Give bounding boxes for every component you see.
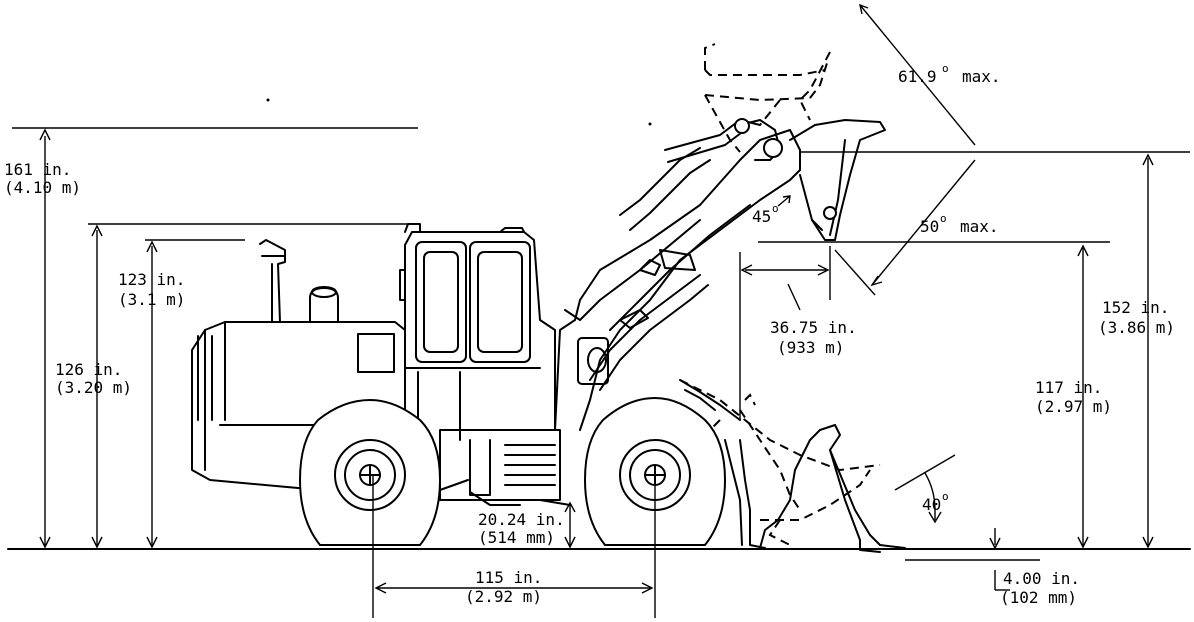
label-angle-50: 50 — [920, 217, 939, 236]
wheelbase-dimension — [372, 475, 656, 618]
label-height-126: 126 in. — [55, 360, 122, 379]
label-height-126-metric: (3.20 m) — [55, 378, 132, 397]
label-angle-50-degree: o — [940, 212, 947, 225]
label-angle-45-degree: o — [772, 202, 779, 215]
label-angle-40-degree: o — [942, 490, 949, 503]
ground-clearance-dimension — [564, 501, 576, 549]
label-angle-40: 40 — [922, 495, 941, 514]
label-angle-61: 61.9 — [898, 67, 937, 86]
dimension-labels: 161 in. (4.10 m) 123 in. (3.1 m) 126 in.… — [4, 62, 1175, 607]
label-ground-clearance: 20.24 in. — [478, 510, 565, 529]
label-hinge-152: 152 in. — [1102, 298, 1169, 317]
label-wheelbase: 115 in. — [475, 568, 542, 587]
label-height-123-metric: (3.1 m) — [118, 290, 185, 309]
label-reach: 36.75 in. — [770, 318, 857, 337]
label-dig-depth: 4.00 in. — [1003, 569, 1080, 588]
loader-arm-raised — [554, 118, 886, 431]
label-dig-depth-metric: (102 mm) — [1000, 588, 1077, 607]
label-wheelbase-metric: (2.92 m) — [465, 587, 542, 606]
label-angle-61-suffix: max. — [962, 67, 1001, 86]
label-dump-117-metric: (2.97 m) — [1035, 397, 1112, 416]
label-angle-61-degree: o — [942, 62, 949, 75]
label-angle-45: 45 — [752, 207, 771, 226]
front-wheel — [583, 396, 727, 546]
bucket-dump-dashed — [704, 43, 831, 153]
angle-indicators — [777, 3, 1040, 591]
loader-body — [191, 223, 571, 506]
label-dump-117: 117 in. — [1035, 378, 1102, 397]
rear-wheel — [298, 398, 442, 546]
bucket-lowered — [679, 379, 906, 553]
label-hinge-152-metric: (3.86 m) — [1098, 318, 1175, 337]
right-height-dimensions — [739, 151, 1190, 549]
label-height-161: 161 in. — [4, 160, 71, 179]
label-reach-metric: (933 m) — [777, 338, 844, 357]
left-height-dimensions — [12, 127, 418, 549]
label-height-123: 123 in. — [118, 270, 185, 289]
label-angle-50-suffix: max. — [960, 217, 999, 236]
label-height-161-metric: (4.10 m) — [4, 178, 81, 197]
label-ground-clearance-metric: (514 mm) — [478, 528, 555, 547]
